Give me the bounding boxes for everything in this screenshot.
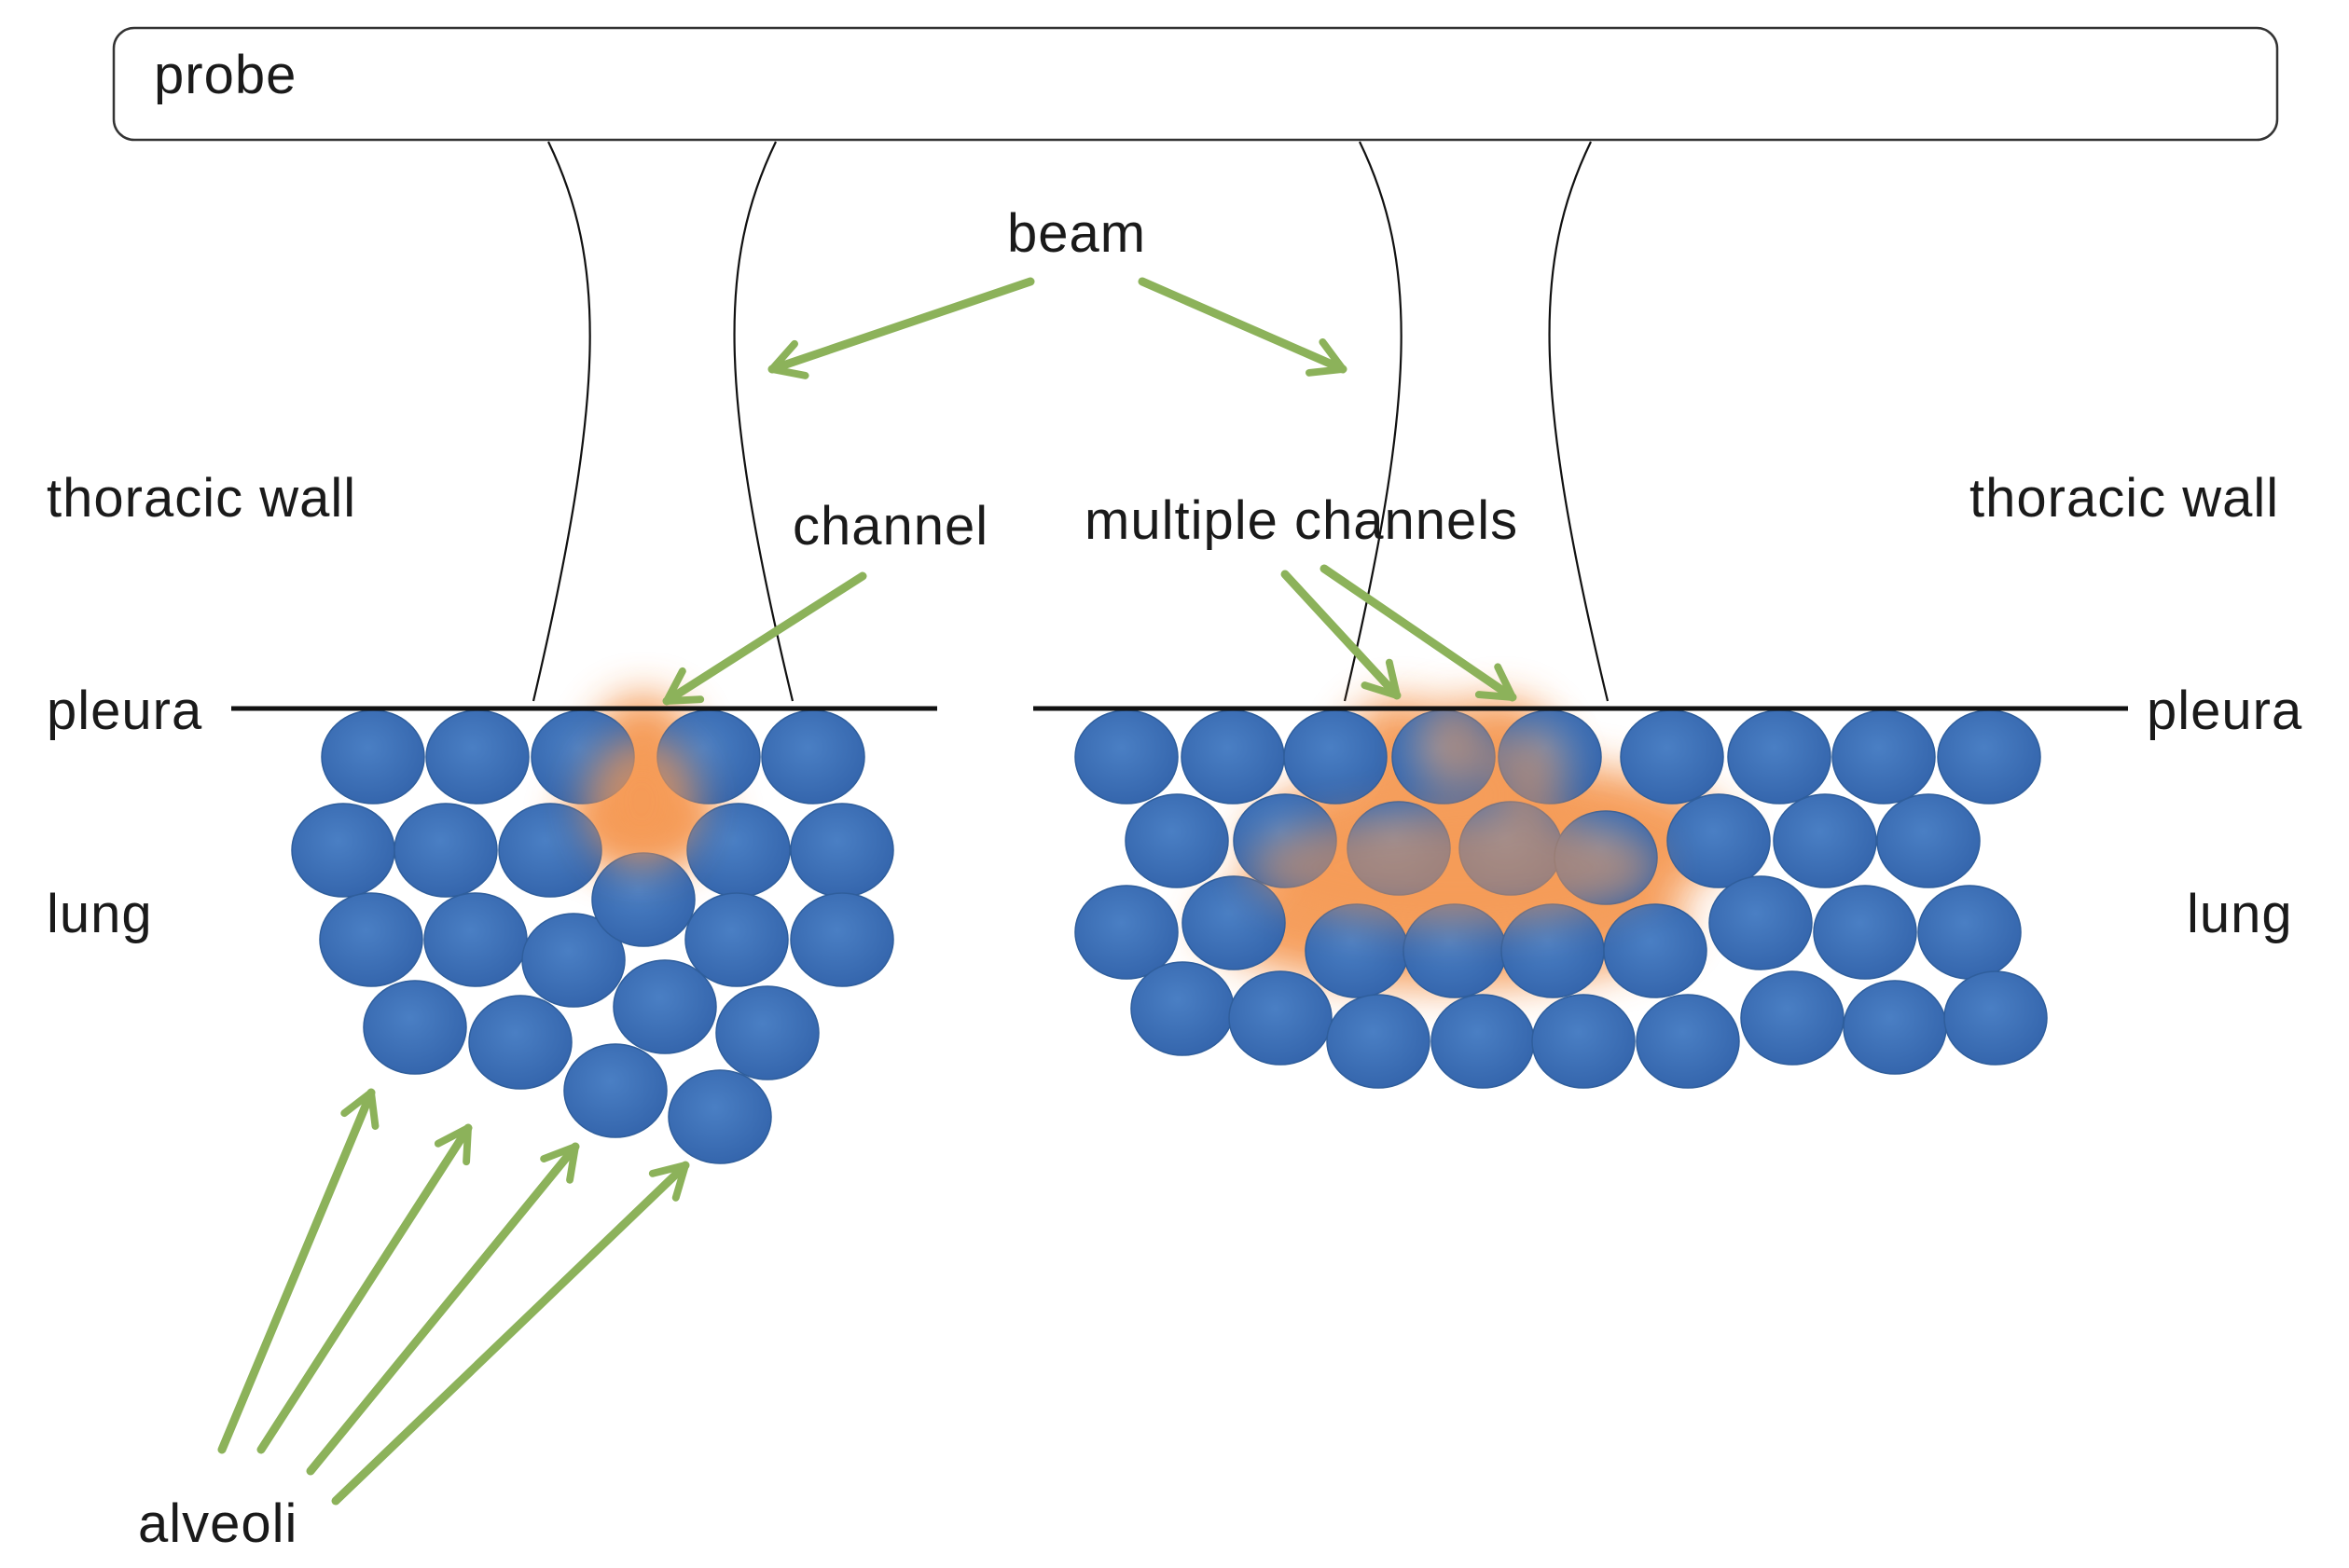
beam-left-outer-line — [532, 141, 591, 702]
beam-left-inner-line — [733, 141, 795, 702]
alveolus-right-27 — [1130, 961, 1235, 1056]
alveoli-arrow-2 — [256, 1123, 473, 1454]
alveolus-left-1 — [321, 709, 425, 805]
alveolus-right-25 — [1813, 885, 1917, 980]
alveolus-right-2 — [1181, 709, 1285, 805]
alveolus-left-2 — [425, 709, 530, 805]
alveolus-left-6 — [291, 803, 395, 898]
alveolus-right-8 — [1831, 709, 1936, 805]
alveoli-arrow-4 — [331, 1161, 690, 1506]
alveolus-left-12 — [423, 892, 528, 987]
channel-overlay-blob — [1492, 727, 1567, 820]
channel-overlay-blob — [586, 736, 698, 867]
alveolus-right-29 — [1326, 994, 1430, 1089]
alveoli-label: alveoli — [138, 1493, 298, 1554]
alveoli-group-left — [291, 709, 894, 1164]
alveolus-right-31 — [1531, 994, 1636, 1089]
alveolus-right-33 — [1740, 970, 1845, 1066]
channel-overlay-blob — [1250, 811, 1660, 923]
alveolus-right-6 — [1620, 709, 1724, 805]
alveolus-right-7 — [1727, 709, 1831, 805]
alveolus-right-15 — [1666, 793, 1771, 888]
beam-label: beam — [1007, 203, 1147, 264]
channel-overlay-right — [1250, 699, 1660, 923]
beam-arrow-left — [767, 277, 1035, 379]
alveolus-left-9 — [686, 803, 791, 898]
alveolus-right-16 — [1773, 793, 1877, 888]
arrows — [217, 277, 1517, 1506]
channel-arrow — [662, 571, 867, 706]
alveolus-left-17 — [363, 980, 467, 1075]
alveolus-right-32 — [1636, 994, 1740, 1089]
beam-right — [1343, 141, 1610, 702]
alveolus-left-8 — [498, 803, 602, 898]
alveolus-left-10 — [790, 803, 894, 898]
alveolus-right-19 — [1181, 875, 1286, 970]
alveolus-right-35 — [1943, 970, 2048, 1066]
alveolus-left-16 — [790, 892, 894, 987]
alveolus-right-10 — [1125, 793, 1229, 888]
alveolus-right-1 — [1074, 709, 1179, 805]
alveolus-right-24 — [1708, 875, 1813, 970]
channel-label: channel — [793, 496, 989, 557]
beam-right-outer-line — [1343, 141, 1402, 702]
alveoli-arrow-3 — [306, 1142, 580, 1476]
alveolus-left-22 — [668, 1069, 772, 1164]
alveolus-right-18 — [1074, 885, 1179, 980]
alveolus-left-13 — [521, 913, 626, 1008]
alveolus-right-34 — [1843, 980, 1947, 1075]
alveoli-group-right — [1074, 709, 2048, 1089]
alveolus-left-21 — [563, 1043, 668, 1138]
lung-right-label: lung — [2187, 884, 2293, 944]
multiple-channels-arrow-1 — [1280, 570, 1402, 700]
alveolus-right-26 — [1917, 885, 2022, 980]
alveolus-left-5 — [761, 709, 865, 805]
alveolus-left-18 — [468, 995, 573, 1090]
alveolus-left-15 — [684, 892, 789, 987]
alveolus-right-17 — [1876, 793, 1981, 888]
alveolus-right-23 — [1603, 903, 1707, 998]
alveolus-right-30 — [1430, 994, 1535, 1089]
beam-left — [532, 141, 795, 702]
alveolus-left-14 — [591, 852, 696, 947]
thoracic-wall-left-label: thoracic wall — [47, 468, 357, 529]
thoracic-wall-right-label: thoracic wall — [1969, 468, 2280, 529]
alveolus-left-19 — [613, 959, 717, 1054]
pleura-left-label: pleura — [47, 681, 203, 741]
alveoli-arrow-1 — [217, 1088, 380, 1454]
multiple-channels-arrow-2 — [1320, 564, 1517, 702]
beam-arrow-right — [1138, 277, 1347, 377]
alveolus-left-11 — [319, 892, 423, 987]
multiple-channels-label: multiple channels — [1085, 490, 1519, 551]
beam-right-inner-line — [1548, 141, 1610, 702]
alveolus-right-9 — [1937, 709, 2041, 805]
probe-label: probe — [154, 45, 297, 105]
channel-overlay-blob — [1417, 699, 1492, 792]
alveolus-right-3 — [1283, 709, 1388, 805]
channel-overlay-left — [586, 736, 698, 867]
lung-left-label: lung — [47, 884, 153, 944]
alveolus-left-20 — [715, 985, 820, 1080]
alveolus-left-7 — [394, 803, 498, 898]
probe-box — [112, 26, 2279, 142]
pleura-right-label: pleura — [2147, 681, 2303, 741]
alveolus-right-28 — [1228, 970, 1333, 1066]
